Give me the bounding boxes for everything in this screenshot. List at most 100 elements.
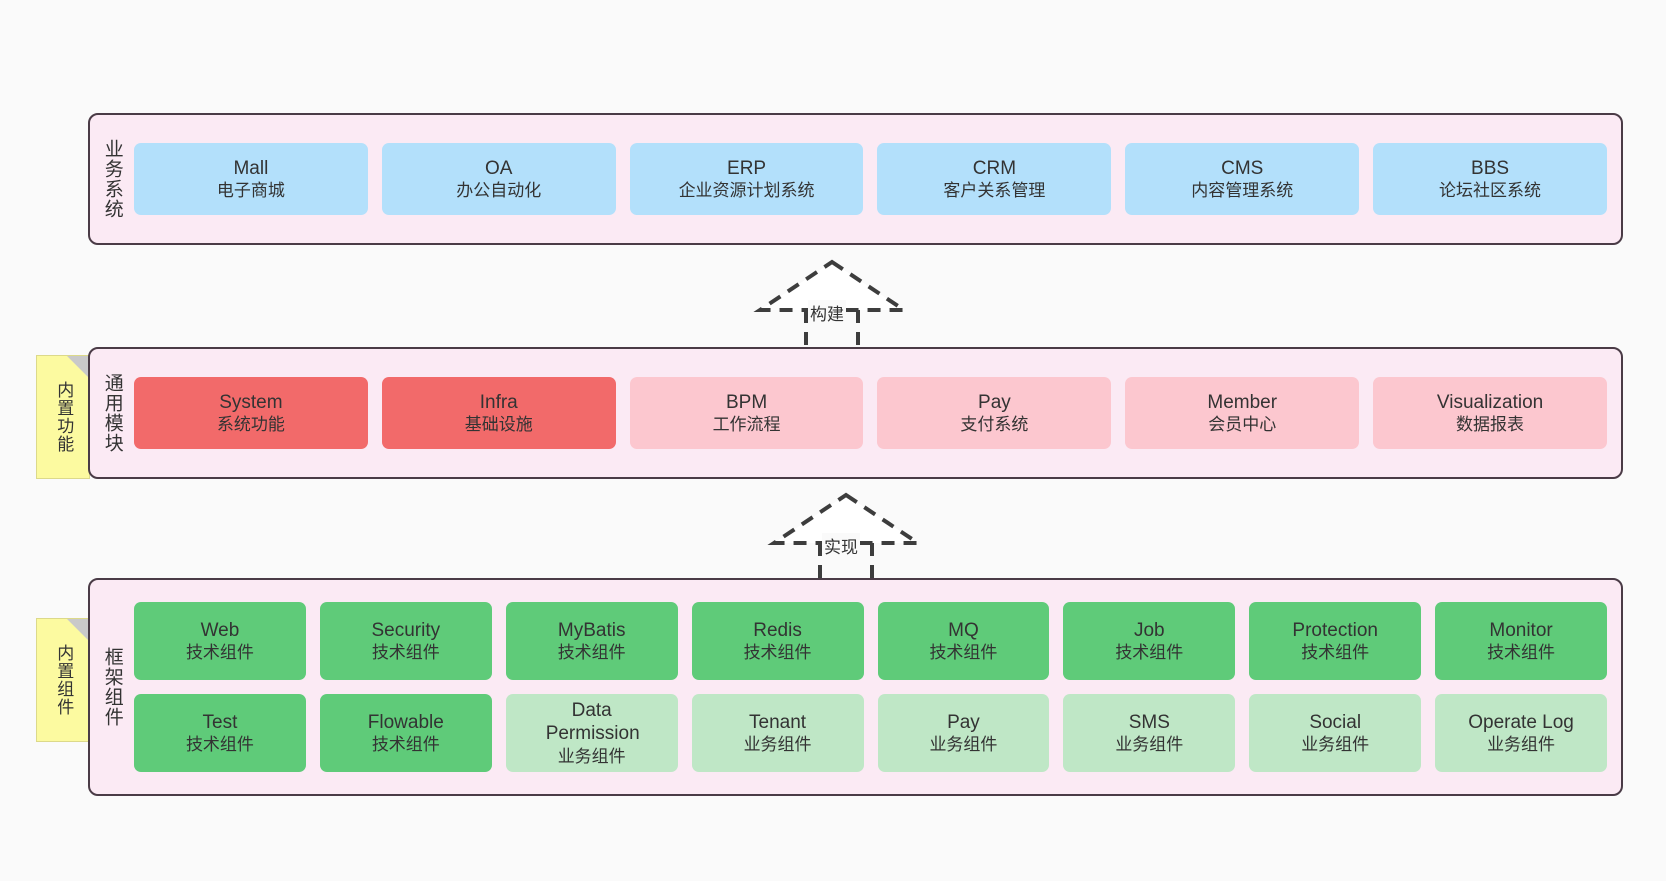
note-builtin-component-label: 内置组件 <box>54 644 74 716</box>
module-box-web[interactable]: Web 技术组件 <box>134 602 306 680</box>
module-title-cn: 技术组件 <box>743 642 812 662</box>
module-title-cn: 技术组件 <box>185 642 254 662</box>
module-title-en: Data Permission <box>545 700 640 745</box>
module-title-cn: 企业资源计划系统 <box>678 180 815 200</box>
module-title-cn: 论坛社区系统 <box>1439 180 1542 200</box>
layer-title-common-module: 通用模块 <box>101 373 123 453</box>
module-title-cn: 业务组件 <box>743 734 812 754</box>
note-fold-corner-icon <box>67 356 89 378</box>
module-title-en: Tenant <box>749 711 807 733</box>
module-title-cn: 业务组件 <box>929 734 998 754</box>
module-title-en: Monitor <box>1489 619 1553 641</box>
module-box-visualization[interactable]: Visualization 数据报表 <box>1373 377 1607 449</box>
module-title-en: Infra <box>479 391 518 413</box>
note-builtin-function: 内置功能 <box>36 355 90 479</box>
module-title-en: Social <box>1309 711 1362 733</box>
module-title-en: Flowable <box>367 711 444 733</box>
module-title-cn: 技术组件 <box>371 642 440 662</box>
module-row: Web 技术组件 Security 技术组件 MyBatis 技术组件 Redi… <box>134 602 1607 680</box>
module-title-cn: 技术组件 <box>185 734 254 754</box>
module-title-cn: 支付系统 <box>960 414 1029 434</box>
note-builtin-function-label: 内置功能 <box>54 381 74 453</box>
module-box-member[interactable]: Member 会员中心 <box>1125 377 1360 449</box>
module-box-mq[interactable]: MQ 技术组件 <box>877 602 1050 680</box>
module-title-cn: 业务组件 <box>1115 734 1184 754</box>
module-title-en: Redis <box>753 619 802 641</box>
layer-title-framework-component: 框架组件 <box>101 647 123 727</box>
module-box-erp[interactable]: ERP 企业资源计划系统 <box>629 143 864 215</box>
module-box-pay[interactable]: Pay 支付系统 <box>877 377 1112 449</box>
module-title-en: Visualization <box>1436 391 1544 413</box>
module-title-cn: 系统功能 <box>216 414 285 434</box>
module-title-en: Web <box>200 619 240 641</box>
module-title-en: Mall <box>233 157 269 179</box>
connector-build-label: 构建 <box>808 300 846 325</box>
module-box-flowable[interactable]: Flowable 技术组件 <box>319 694 492 772</box>
module-box-mall[interactable]: Mall 电子商城 <box>134 143 368 215</box>
module-box-job[interactable]: Job 技术组件 <box>1063 602 1236 680</box>
module-title-cn: 工作流程 <box>712 414 781 434</box>
module-title-en: Job <box>1133 619 1165 641</box>
layer-title-business-system: 业务系统 <box>101 139 123 219</box>
module-title-en: BBS <box>1471 157 1510 179</box>
module-box-test[interactable]: Test 技术组件 <box>134 694 306 772</box>
module-box-oa[interactable]: OA 办公自动化 <box>381 143 616 215</box>
layer-business-system: 业务系统 Mall 电子商城 OA 办公自动化 ERP 企业资源计划系统 CRM… <box>88 113 1623 245</box>
module-title-en: Security <box>371 619 441 641</box>
module-title-cn: 内容管理系统 <box>1191 180 1294 200</box>
module-box-redis[interactable]: Redis 技术组件 <box>691 602 864 680</box>
module-title-en: OA <box>485 157 513 179</box>
layer-body-business-system: Mall 电子商城 OA 办公自动化 ERP 企业资源计划系统 CRM 客户关系… <box>134 115 1621 243</box>
module-title-cn: 会员中心 <box>1208 414 1277 434</box>
module-row: Test 技术组件 Flowable 技术组件 Data Permission … <box>134 694 1607 772</box>
module-title-en: ERP <box>727 157 767 179</box>
module-title-cn: 业务组件 <box>557 746 626 766</box>
module-box-security[interactable]: Security 技术组件 <box>319 602 492 680</box>
module-title-en: Member <box>1207 391 1278 413</box>
layer-common-module: 通用模块 System 系统功能 Infra 基础设施 BPM 工作流程 Pay… <box>88 347 1623 479</box>
module-title-en: Protection <box>1292 619 1378 641</box>
module-title-en: CRM <box>972 157 1017 179</box>
connector-implement: 实现 <box>766 491 926 583</box>
module-title-cn: 业务组件 <box>1487 734 1556 754</box>
module-title-en: Operate Log <box>1468 711 1574 733</box>
module-title-cn: 技术组件 <box>1487 642 1556 662</box>
module-box-cms[interactable]: CMS 内容管理系统 <box>1125 143 1360 215</box>
module-box-infra[interactable]: Infra 基础设施 <box>381 377 616 449</box>
module-box-system[interactable]: System 系统功能 <box>134 377 368 449</box>
module-title-cn: 电子商城 <box>216 180 285 200</box>
module-box-data-permission[interactable]: Data Permission 业务组件 <box>505 694 678 772</box>
module-title-cn: 业务组件 <box>1301 734 1370 754</box>
module-title-cn: 技术组件 <box>371 734 440 754</box>
connector-implement-label: 实现 <box>822 533 860 558</box>
module-title-en: BPM <box>725 391 768 413</box>
connector-build: 构建 <box>752 258 912 350</box>
module-box-social[interactable]: Social 业务组件 <box>1249 694 1422 772</box>
module-title-en: SMS <box>1128 711 1170 733</box>
module-box-crm[interactable]: CRM 客户关系管理 <box>877 143 1112 215</box>
module-box-protection[interactable]: Protection 技术组件 <box>1249 602 1422 680</box>
module-box-tenant[interactable]: Tenant 业务组件 <box>691 694 864 772</box>
module-box-sms[interactable]: SMS 业务组件 <box>1063 694 1236 772</box>
note-builtin-component: 内置组件 <box>36 618 90 742</box>
module-box-monitor[interactable]: Monitor 技术组件 <box>1435 602 1607 680</box>
module-title-en: MyBatis <box>557 619 626 641</box>
module-box-operate-log[interactable]: Operate Log 业务组件 <box>1435 694 1607 772</box>
module-box-bbs[interactable]: BBS 论坛社区系统 <box>1373 143 1607 215</box>
module-title-cn: 办公自动化 <box>456 180 542 200</box>
module-title-cn: 技术组件 <box>1115 642 1184 662</box>
module-box-bpm[interactable]: BPM 工作流程 <box>629 377 864 449</box>
module-title-cn: 技术组件 <box>557 642 626 662</box>
module-title-en: Pay <box>947 711 980 733</box>
module-title-cn: 数据报表 <box>1456 414 1525 434</box>
module-title-en: Test <box>202 711 238 733</box>
module-title-en: Pay <box>978 391 1011 413</box>
module-title-cn: 客户关系管理 <box>943 180 1046 200</box>
module-title-cn: 基础设施 <box>464 414 533 434</box>
module-title-en: MQ <box>948 619 979 641</box>
module-title-cn: 技术组件 <box>929 642 998 662</box>
module-title-cn: 技术组件 <box>1301 642 1370 662</box>
module-box-mybatis[interactable]: MyBatis 技术组件 <box>505 602 678 680</box>
module-box-pay-business[interactable]: Pay 业务组件 <box>877 694 1050 772</box>
